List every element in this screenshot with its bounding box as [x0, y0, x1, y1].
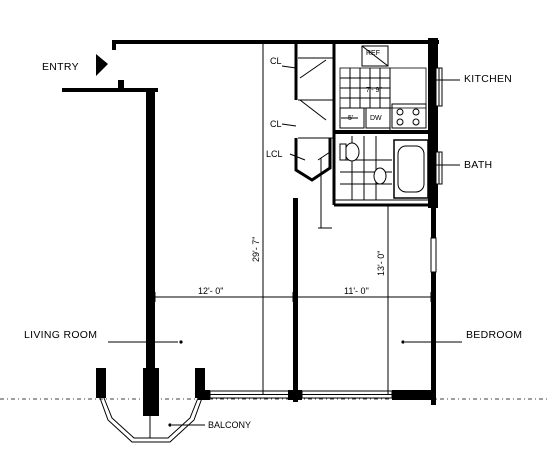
toilet [344, 142, 360, 162]
sink [373, 167, 387, 185]
living-room-marker [179, 340, 183, 344]
label-bath: BATH [464, 159, 492, 171]
label-closet-2: CL [270, 119, 282, 129]
balcony-wall-left [96, 368, 106, 398]
balcony-wall-right [195, 368, 205, 398]
bedroom-marker [401, 340, 405, 344]
label-closet-1: CL [270, 56, 282, 66]
kitchen-bath-wall [334, 130, 432, 134]
label-linen-closet: LCL [266, 149, 283, 159]
entry-arrow-icon [96, 54, 108, 76]
linen-closet-wall [294, 138, 332, 182]
wall-top [112, 40, 337, 44]
stove [391, 103, 427, 129]
label-living-room: LIVING ROOM [24, 329, 97, 341]
facade-wall-c [392, 390, 436, 400]
dim-bedroom-width: 11'- 0" [344, 286, 369, 296]
entry-wall-left [62, 88, 158, 92]
label-balcony: BALCONY [208, 420, 251, 430]
balcony-marker [168, 423, 172, 427]
dishwasher [365, 107, 391, 129]
bedroom-side-window [430, 237, 437, 273]
entry-door-jamb [112, 40, 116, 50]
label-dishwasher: DW [370, 115, 382, 122]
dim-kitchen-1: 7'- 9" [366, 87, 382, 94]
label-entry: ENTRY [42, 61, 79, 73]
dim-bedroom-depth: 13'- 0" [376, 251, 386, 276]
balcony-railing [99, 397, 203, 443]
living-wall-left [146, 88, 155, 388]
wall-right-lower [431, 205, 436, 405]
partition-wall [293, 198, 298, 402]
label-bedroom: BEDROOM [466, 329, 522, 341]
dim-kitchen-2: 5' [348, 115, 353, 122]
wall-right [428, 38, 438, 208]
entry-small-jamb [118, 80, 124, 90]
label-refrigerator: REF [366, 50, 380, 57]
dim-overall-depth: 29'- 7" [251, 237, 261, 262]
label-kitchen: KITCHEN [464, 73, 512, 85]
wall-top-right [333, 40, 439, 44]
closet-door-swing [299, 59, 327, 79]
dim-living-width: 12'- 0" [198, 286, 223, 296]
balcony-wall-mid [143, 368, 159, 416]
bathtub [393, 139, 429, 199]
